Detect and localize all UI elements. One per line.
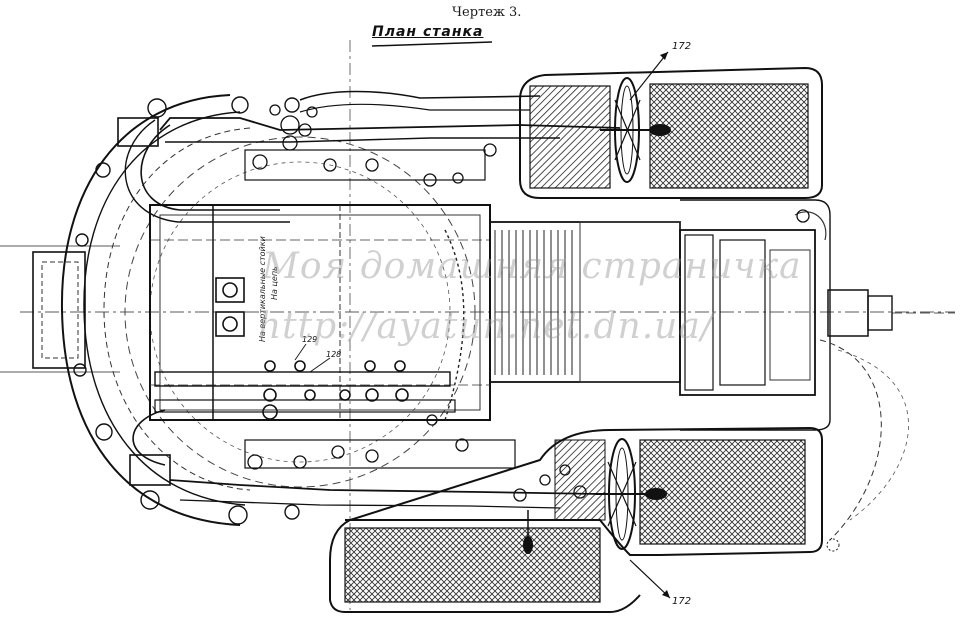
left-bracket: [32, 251, 86, 369]
right-dashed-loop: [794, 211, 827, 241]
watermark-line-2: http://ayatun.net.dn.ua/: [258, 306, 714, 347]
top-lever-rod: [159, 117, 621, 131]
lower-platform-hatched-c: [554, 439, 606, 521]
top-handwheel: [600, 77, 671, 183]
plan-title: План станка: [372, 24, 484, 40]
bottom-lever-rod: [169, 479, 601, 495]
right-frame-outline: [680, 199, 831, 431]
lower-platform-outline: [329, 426, 823, 613]
pivot-circle: [826, 538, 840, 552]
base-inner-ring: [83, 111, 246, 506]
right-coupling-cap: [867, 295, 893, 331]
motor-block-right: [719, 239, 766, 386]
upper-pipe: [140, 124, 280, 211]
upper-slide-block: [244, 149, 486, 181]
upper-platform-outline: [519, 66, 823, 199]
bottom-handwheel: [595, 438, 667, 550]
bottom-drop-handle: [523, 536, 533, 554]
gear-drum-teeth: [494, 230, 573, 375]
top-lever-rod-2: [165, 137, 560, 143]
turntable-circle: [124, 136, 476, 488]
callout-172-top: 172: [672, 41, 692, 52]
left-bracket-inner: [41, 261, 79, 359]
chain-path: [444, 229, 465, 421]
lower-platform-hatched-b: [639, 439, 806, 545]
main-frame-inner: [159, 214, 481, 411]
leader-172-bottom: [629, 559, 671, 599]
callout-129: 129: [302, 335, 318, 344]
drawing-number: Чертеж 3.: [452, 5, 522, 20]
bottom-gear-cluster: [513, 464, 587, 502]
top-curved-pipe: [299, 90, 541, 101]
watermark-line-1: Моя домашняя страничка: [262, 246, 802, 287]
motor-block-left: [684, 234, 714, 391]
lower-platform-hatched-a: [344, 527, 601, 603]
top-curved-pipe-2: [299, 103, 530, 113]
leader-129: [294, 343, 307, 361]
motor-block: [679, 229, 816, 396]
title-flourish: [371, 41, 493, 47]
turntable-circle-inner: [149, 161, 451, 463]
mounting-plates: [215, 277, 245, 337]
upper-pipe-outer: [124, 119, 290, 223]
right-arc-dashed: [819, 339, 882, 541]
leader-172-bottom-arrow: [662, 590, 670, 598]
leader-172-top-arrow: [660, 52, 668, 60]
shaft-bar: [154, 371, 451, 387]
bottom-lever-rod-2: [179, 499, 561, 509]
callout-172-bottom: 172: [672, 596, 692, 607]
leader-172-top: [629, 51, 669, 101]
top-clamp: [117, 117, 159, 147]
lower-slide-block: [244, 439, 516, 469]
right-arc-dashed-2: [837, 349, 909, 521]
base-circular-outline: [60, 94, 241, 526]
upper-platform-hatched-a: [529, 85, 611, 189]
base-bolt-holes: [73, 96, 300, 525]
lower-pipe: [132, 409, 166, 466]
upper-platform-hatched-b: [649, 83, 809, 189]
right-coupling: [827, 289, 869, 337]
right-small-circle: [796, 209, 810, 223]
leader-128: [309, 357, 331, 373]
shaft-bar-lower: [154, 399, 456, 413]
bottom-clamp: [129, 454, 171, 486]
motor-end-cap: [769, 249, 811, 381]
callout-128: 128: [326, 350, 342, 359]
